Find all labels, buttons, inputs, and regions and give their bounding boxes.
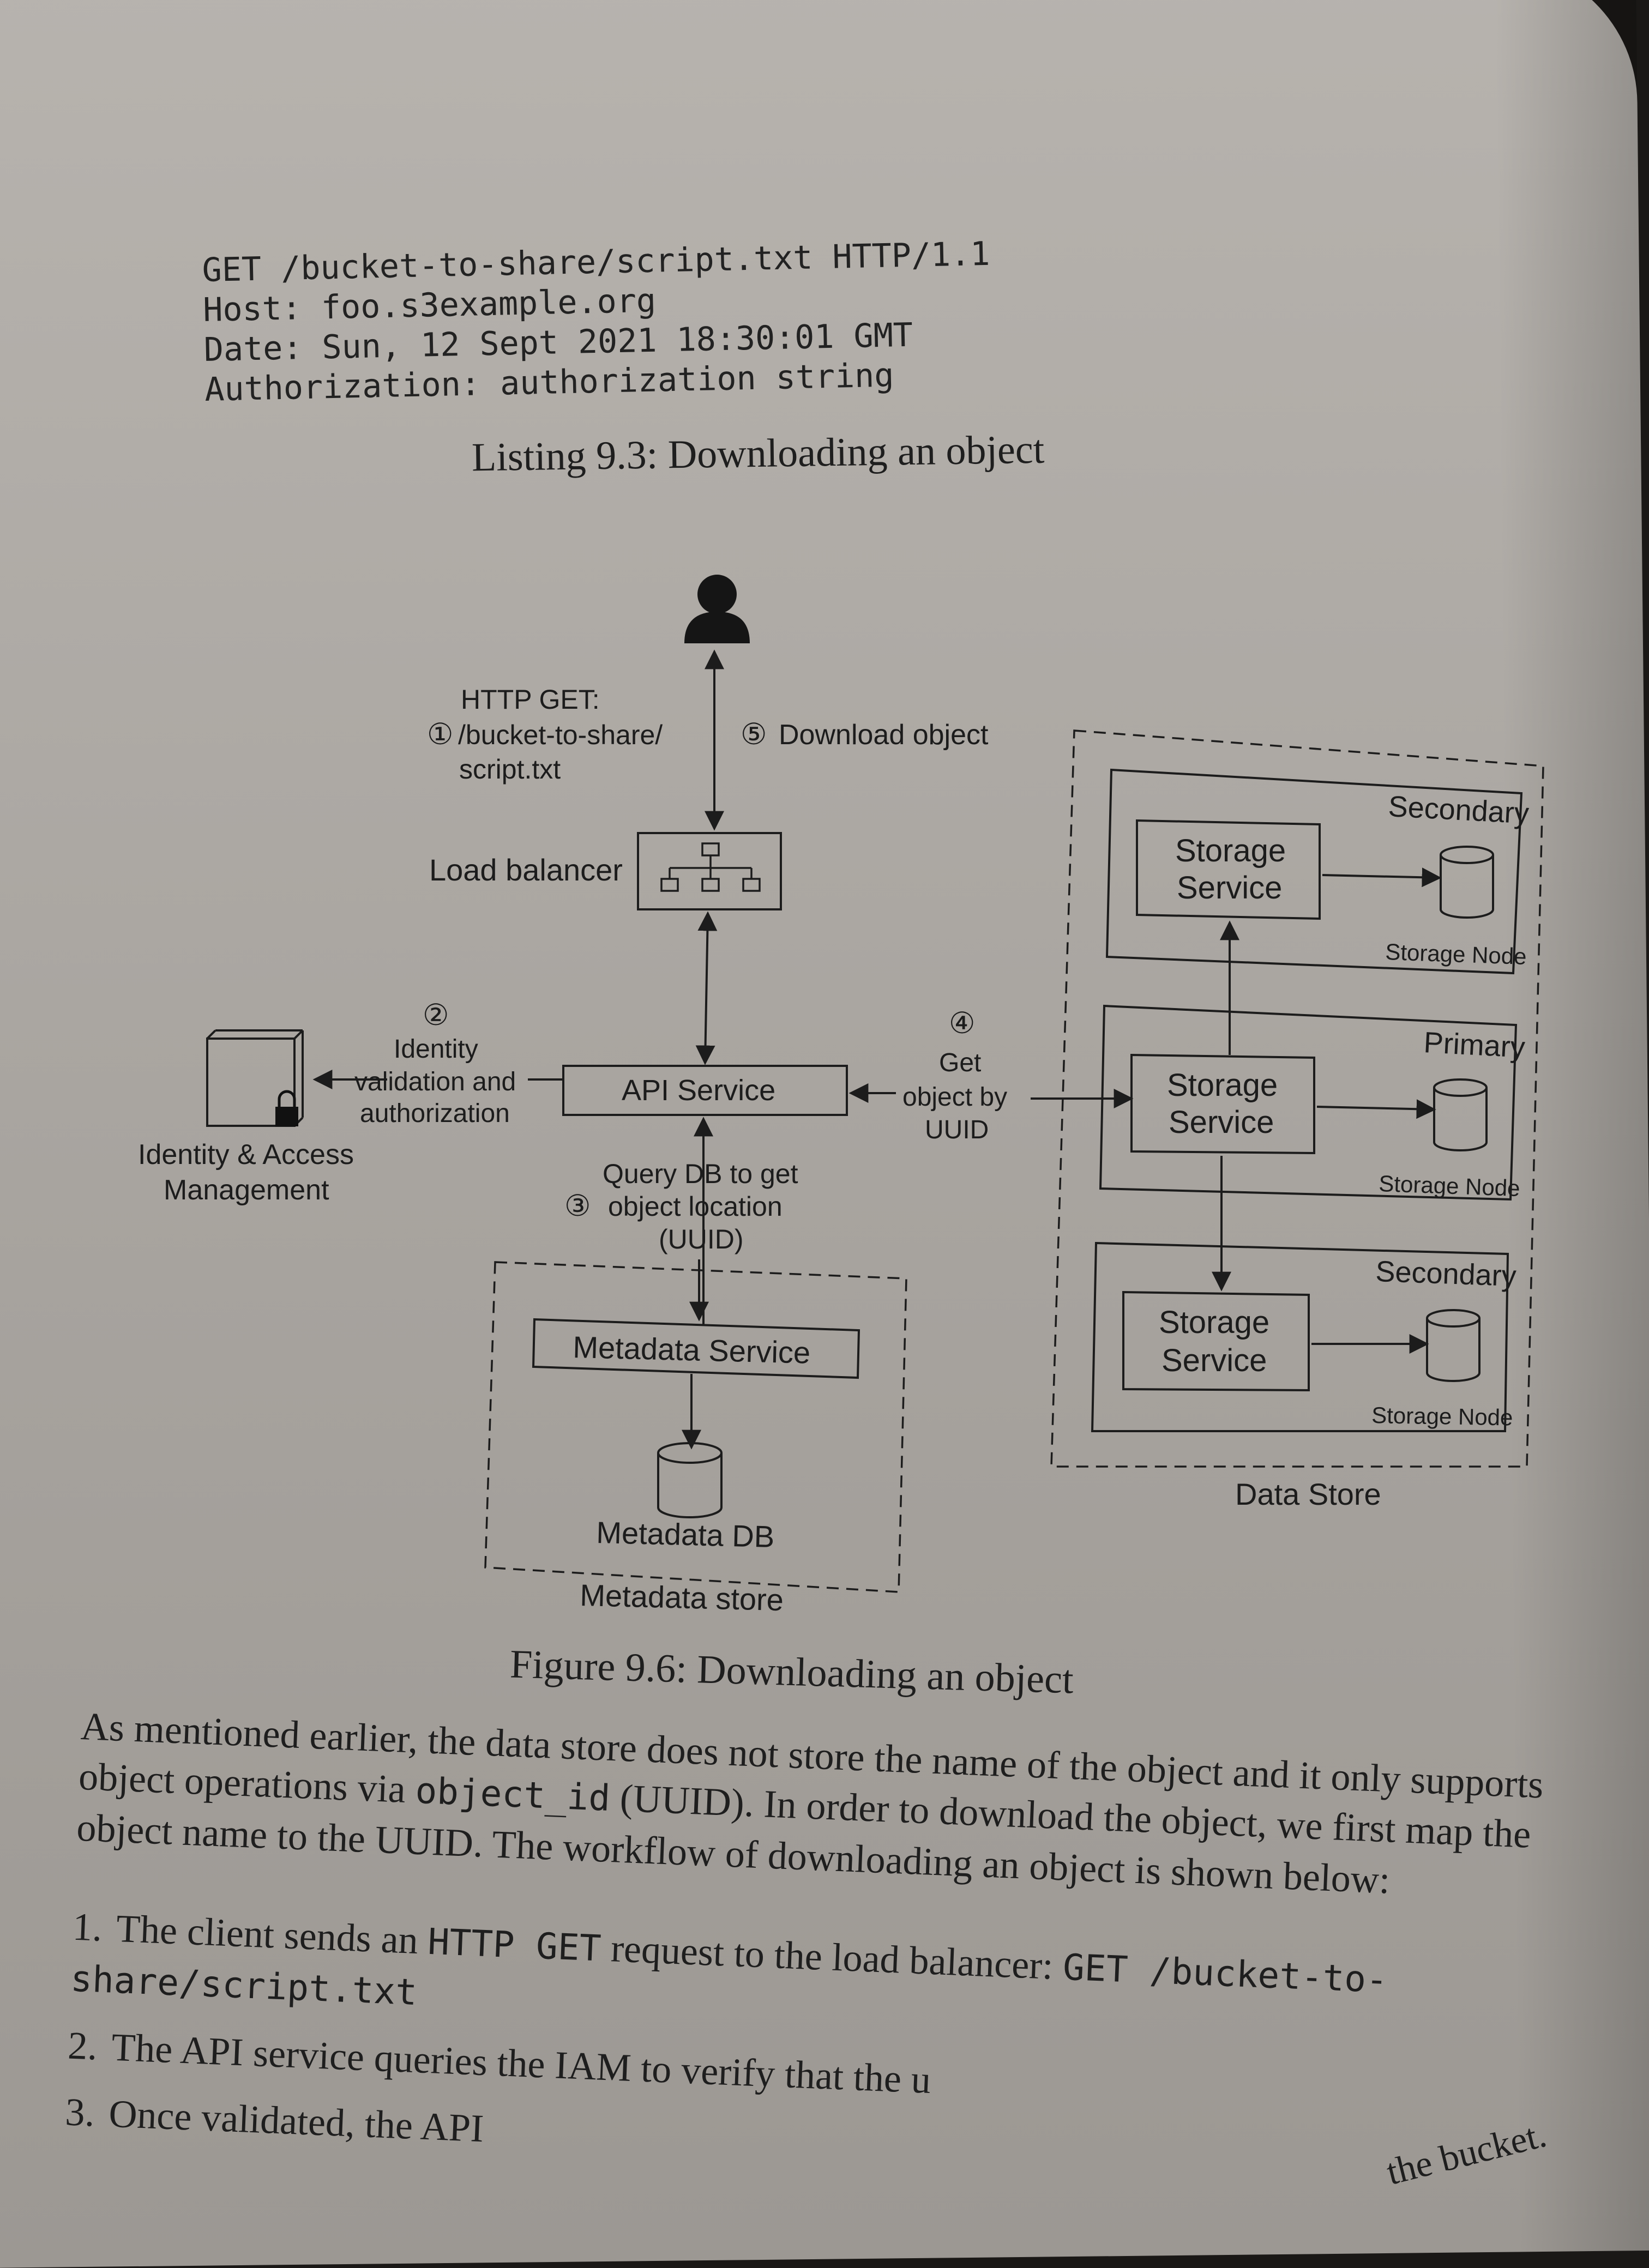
step2-label-line: authorization: [360, 1099, 510, 1128]
service-disk-arrow: [1316, 1099, 1436, 1119]
storage-service-label: Service: [1177, 870, 1282, 906]
user-icon: [684, 575, 750, 643]
step4-number: ④: [949, 1007, 975, 1040]
step-text: request to the load balancer:: [600, 1926, 1064, 1988]
step1-label-line: /bucket-to-share/: [458, 720, 663, 750]
storage-service-label: Storage: [1175, 833, 1286, 868]
load-balancer-label: Load balancer: [429, 853, 623, 887]
iam-label-line: Management: [164, 1174, 329, 1206]
node-role-label: Secondary: [1375, 1255, 1517, 1293]
step-text: The client sends an: [115, 1906, 429, 1963]
storage-node-secondary: [1091, 1241, 1509, 1432]
inline-code: HTTP GET: [427, 1920, 602, 1970]
lock-icon: [275, 1090, 298, 1126]
workflow-steps: 1. The client sends an HTTP GET request t…: [64, 1902, 1545, 2196]
storage-service-label: Storage: [1167, 1067, 1278, 1103]
body-text: As mentioned earlier, the data store doe…: [64, 1701, 1553, 2212]
step3-number: ③: [564, 1190, 591, 1222]
step2-label-line: Identity: [394, 1035, 478, 1064]
node-role-label: Primary: [1423, 1026, 1526, 1064]
step3-label-line: object location: [608, 1191, 783, 1222]
database-icon: [657, 1442, 723, 1518]
metadata-db-label: Metadata DB: [596, 1515, 775, 1554]
data-store-label: Data Store: [1235, 1477, 1381, 1511]
disk-icon: [1426, 1309, 1481, 1382]
metadata-store-container: [484, 1261, 907, 1593]
storage-node-label: Storage Node: [1371, 1402, 1513, 1431]
api-service-label: API Service: [622, 1074, 775, 1107]
network-hierarchy-icon: [660, 842, 761, 892]
storage-service-label: Service: [1161, 1343, 1267, 1378]
step-number: 3.: [64, 2090, 96, 2135]
step1-label-line: script.txt: [459, 754, 561, 785]
metadata-service-label: Metadata Service: [573, 1330, 811, 1370]
inline-code: object_id: [414, 1769, 611, 1820]
step-number: 2.: [67, 2023, 99, 2068]
iam-label-line: Identity & Access: [138, 1139, 354, 1171]
step-text: Once validated, the API: [108, 2091, 485, 2151]
disk-icon: [1433, 1078, 1488, 1151]
node-role-label: Secondary: [1387, 790, 1530, 830]
api-service-box: [562, 1065, 848, 1116]
storage-node-primary: [1099, 1004, 1518, 1201]
step4-label-line: UUID: [925, 1115, 989, 1144]
step4-label-line: object by: [902, 1083, 1007, 1112]
step1-number: ①: [427, 718, 453, 751]
lb-api-arrow: [695, 911, 718, 1065]
load-balancer-box: [637, 832, 782, 910]
storage-node-secondary: [1105, 768, 1523, 975]
step2-label-line: validation and: [354, 1067, 516, 1096]
storage-node-label: Storage Node: [1385, 939, 1527, 969]
storage-service-label: Storage: [1159, 1305, 1269, 1340]
storage-service-box: [1122, 1290, 1310, 1392]
metadata-store-label: Metadata store: [580, 1578, 784, 1617]
step1-label-line: HTTP GET:: [461, 684, 600, 715]
step4-label-line: Get: [939, 1048, 981, 1077]
storage-node-label: Storage Node: [1379, 1171, 1521, 1201]
storage-service-box: [1136, 819, 1321, 920]
step3-label-line: (UUID): [659, 1224, 744, 1254]
step3-label-line: Query DB to get: [603, 1159, 798, 1189]
storage-service-label: Service: [1169, 1105, 1274, 1140]
step2-number: ②: [423, 999, 449, 1032]
step-number: 1.: [71, 1904, 103, 1950]
data-store-container: [1050, 729, 1544, 1468]
step-text: The API service queries the IAM to verif…: [110, 2025, 932, 2102]
iam-box-icon: [206, 1029, 304, 1127]
download-workflow-diagram: HTTP GET: ① /bucket-to-share/ script.txt…: [138, 575, 1544, 1617]
step5-label: Download object: [779, 719, 989, 751]
service-disk-arrow: [1322, 867, 1442, 888]
disk-icon: [1440, 846, 1494, 919]
metadata-service-box: [532, 1318, 860, 1379]
storage-service-box: [1130, 1053, 1315, 1155]
step5-number: ⑤: [741, 718, 767, 751]
